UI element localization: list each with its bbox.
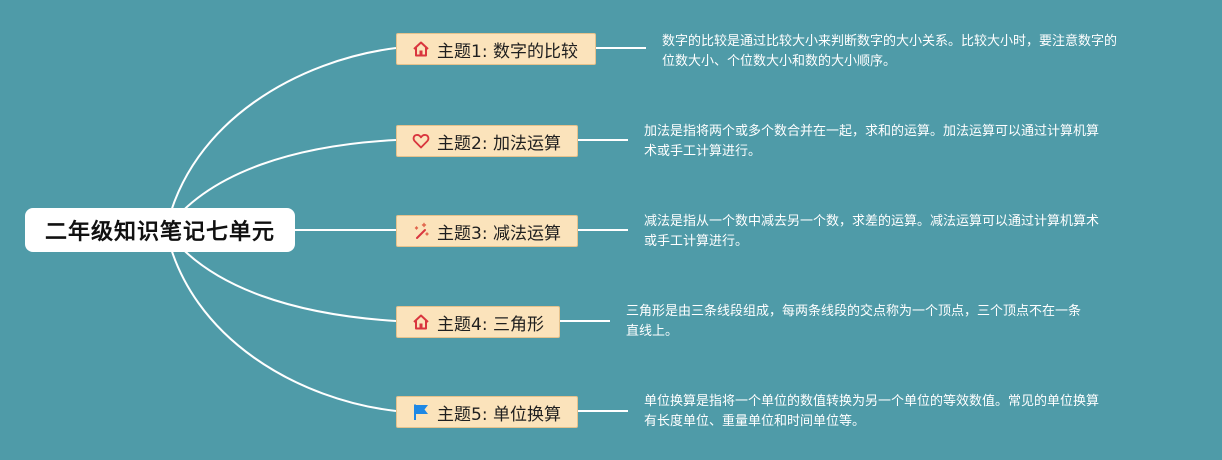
topic-label-3: 主题3: 减法运算 <box>437 223 561 244</box>
magic-wand-icon <box>411 221 431 241</box>
topic-note-5: 单位换算是指将一个单位的数值转换为另一个单位的等效数值。常见的单位换算 有长度单… <box>644 392 1099 432</box>
topic-label-1: 主题1: 数字的比较 <box>437 41 578 62</box>
branch-line-5 <box>165 229 397 412</box>
topic-node-2[interactable]: 主题2: 加法运算 <box>396 125 578 157</box>
topic-note-3: 减法是指从一个数中减去另一个数，求差的运算。减法运算可以通过计算机算术 或手工计… <box>644 212 1099 252</box>
topic-note-2-line-1: 加法是指将两个或多个数合并在一起，求和的运算。加法运算可以通过计算机算 <box>644 124 1100 139</box>
house-icon <box>411 312 431 332</box>
branch-line-1 <box>165 47 397 231</box>
topic-node-5[interactable]: 主题5: 单位换算 <box>396 396 578 428</box>
topic-label-4: 主题4: 三角形 <box>437 314 544 335</box>
topic-note-1: 数字的比较是通过比较大小来判断数字的大小关系。比较大小时，要注意数字的 位数大小… <box>662 32 1117 72</box>
heart-icon <box>411 131 431 151</box>
topic-note-3-line-1: 减法是指从一个数中减去另一个数，求差的运算。减法运算可以通过计算机算术 <box>644 214 1100 229</box>
topic-note-4: 三角形是由三条线段组成，每两条线段的交点称为一个顶点，三个顶点不在一条 直线上。 <box>626 302 1081 342</box>
topic-note-2: 加法是指将两个或多个数合并在一起，求和的运算。加法运算可以通过计算机算 术或手工… <box>644 122 1099 162</box>
topic-note-1-line-1: 数字的比较是通过比较大小来判断数字的大小关系。比较大小时，要注意数字的 <box>662 34 1118 49</box>
topic-note-4-line-1: 三角形是由三条线段组成，每两条线段的交点称为一个顶点，三个顶点不在一条 <box>626 304 1082 319</box>
topic-node-4[interactable]: 主题4: 三角形 <box>396 306 560 338</box>
topic-note-3-line-2: 或手工计算进行。 <box>644 234 749 249</box>
topic-note-4-line-2: 直线上。 <box>626 324 679 339</box>
flag-icon <box>411 402 431 422</box>
central-topic[interactable]: 二年级知识笔记七单元 <box>25 208 295 252</box>
central-topic-title: 二年级知识笔记七单元 <box>44 220 275 245</box>
topic-node-3[interactable]: 主题3: 减法运算 <box>396 215 578 247</box>
topic-label-2: 主题2: 加法运算 <box>437 133 561 154</box>
topic-node-1[interactable]: 主题1: 数字的比较 <box>396 33 596 65</box>
topic-note-2-line-2: 术或手工计算进行。 <box>644 144 762 159</box>
topic-note-5-line-1: 单位换算是指将一个单位的数值转换为另一个单位的等效数值。常见的单位换算 <box>644 394 1100 409</box>
topic-note-5-line-2: 有长度单位、重量单位和时间单位等。 <box>644 414 866 429</box>
topic-note-1-line-2: 位数大小、个位数大小和数的大小顺序。 <box>662 54 897 69</box>
topic-label-5: 主题5: 单位换算 <box>437 404 561 425</box>
house-icon <box>411 39 431 59</box>
